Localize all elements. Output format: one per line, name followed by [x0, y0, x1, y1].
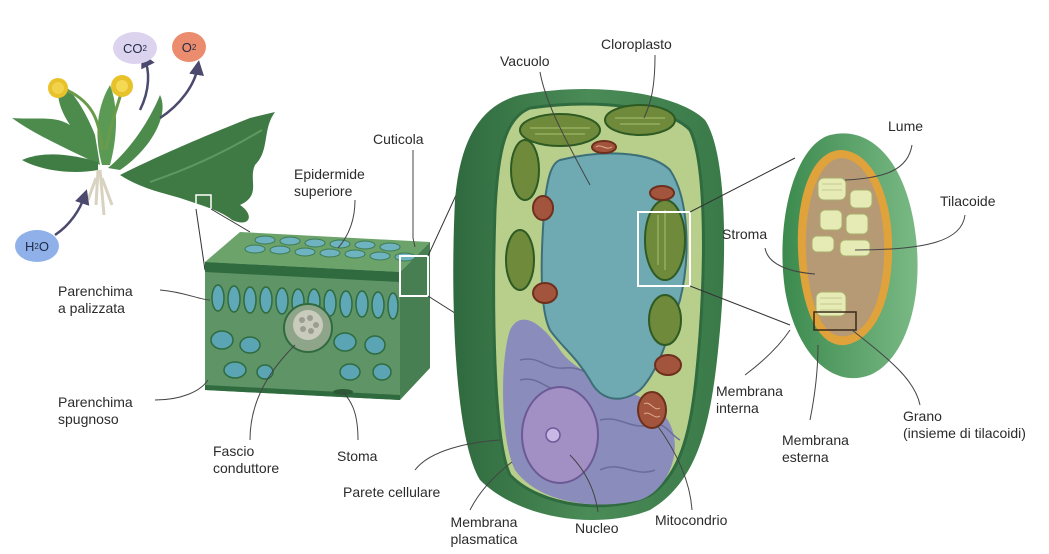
h2o-tail: O [39, 239, 49, 254]
label-nucleo: Nucleo [575, 520, 619, 537]
label-membrana-esterna-line1: Membrana [782, 432, 849, 449]
label-membrana-interna-line1: Membrana [716, 383, 783, 400]
label-epidermide-line1: Epidermide [294, 166, 365, 183]
plant-cell [453, 89, 724, 520]
label-grano-line1: Grano [903, 408, 942, 425]
label-spugnoso-line2: spugnoso [58, 411, 119, 428]
label-tilacoide: Tilacoide [940, 193, 996, 210]
label-spugnoso-line1: Parenchima [58, 394, 133, 411]
label-palizzata-line2: a palizzata [58, 300, 125, 317]
o2-subscript: 2 [192, 43, 196, 52]
label-palizzata-line1: Parenchima [58, 283, 133, 300]
label-membrana-plasmatica-line2: plasmatica [449, 531, 519, 548]
co2-subscript: 2 [143, 44, 147, 53]
plant-illustration [12, 58, 275, 235]
label-parete-cellulare: Parete cellulare [343, 484, 440, 501]
label-membrana-esterna-line2: esterna [782, 449, 829, 466]
label-stroma: Stroma [722, 226, 767, 243]
label-fascio-line1: Fascio [213, 443, 254, 460]
label-fascio-line2: conduttore [213, 460, 279, 477]
h2o-text: H [25, 239, 34, 254]
label-mitocondrio: Mitocondrio [655, 512, 727, 529]
label-vacuolo: Vacuolo [500, 53, 550, 70]
label-cloroplasto: Cloroplasto [601, 36, 672, 53]
label-stoma: Stoma [337, 448, 377, 465]
label-cuticola: Cuticola [373, 131, 424, 148]
label-epidermide-line2: superiore [294, 183, 352, 200]
label-membrana-plasmatica-line1: Membrana [449, 514, 519, 531]
label-membrana-interna-line2: interna [716, 400, 759, 417]
chloroplast-detail [782, 133, 917, 378]
co2-text: CO [123, 41, 143, 56]
leaf-cross-section [205, 232, 430, 400]
o2-text: O [182, 40, 192, 55]
label-lume: Lume [888, 118, 923, 135]
label-grano-line2: (insieme di tilacoidi) [903, 425, 1026, 442]
